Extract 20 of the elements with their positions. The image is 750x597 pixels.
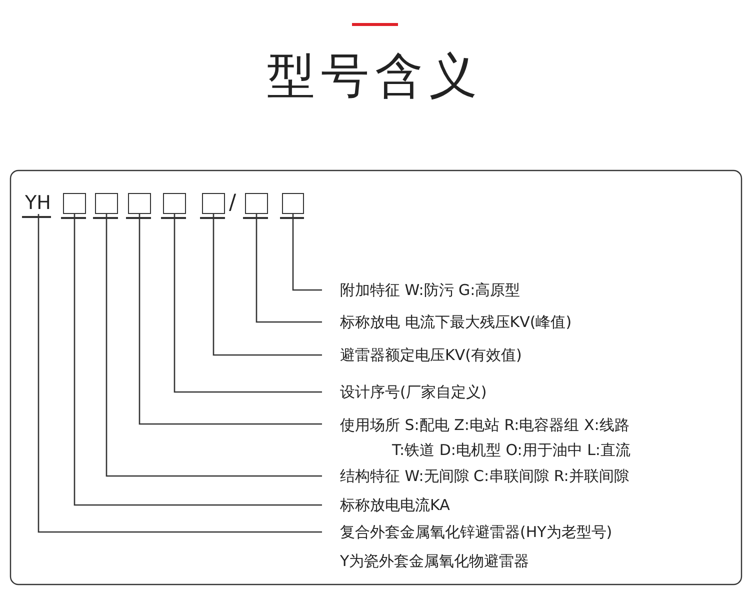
- separator-label: /: [229, 190, 236, 214]
- leader-line: [292, 214, 322, 291]
- leader-line: [74, 214, 322, 506]
- leader-line: [38, 214, 322, 533]
- description-text: 设计序号(厂家自定义): [340, 382, 487, 403]
- description-text: 附加特征 W:防污 G:高原型: [340, 280, 520, 301]
- leader-line: [174, 214, 322, 393]
- description-text: 结构特征 W:无间隙 C:串联间隙 R:并联间隙: [340, 466, 629, 487]
- description-text: 使用场所 S:配电 Z:电站 R:电容器组 X:线路 T:铁道 D:电机型 O:用于油中 L:直流: [340, 415, 632, 461]
- description-text: 标称放电电流KA: [340, 495, 450, 516]
- description-text: 避雷器额定电压KV(有效值): [340, 345, 522, 366]
- leader-line: [138, 214, 322, 425]
- description-text: 复合外套金属氧化锌避雷器(HY为老型号): [340, 522, 612, 543]
- description-text: 标称放电 电流下最大残压KV(峰值): [340, 312, 572, 333]
- description-text: Y为瓷外套金属氧化物避雷器: [340, 551, 530, 572]
- code-text: YH: [25, 193, 52, 214]
- leader-line: [256, 214, 322, 323]
- leader-line: [106, 214, 322, 477]
- leader-line: [212, 214, 322, 356]
- title: 型号含义: [266, 47, 484, 106]
